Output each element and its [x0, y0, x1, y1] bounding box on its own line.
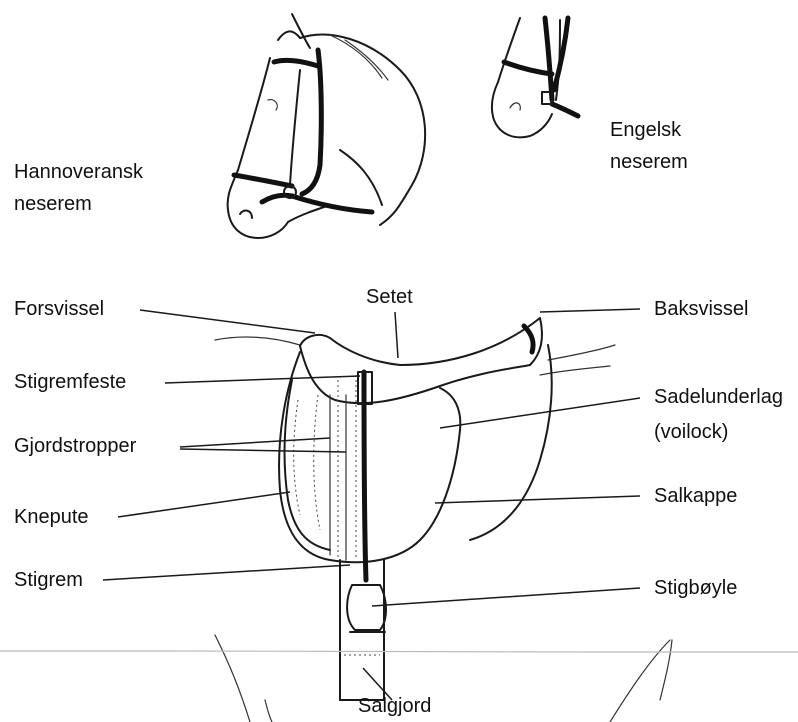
label-sadelunderlag-1: Sadelunderlag: [654, 385, 783, 409]
label-stigboyle: Stigbøyle: [654, 576, 737, 600]
label-gjordstropper: Gjordstropper: [14, 434, 136, 458]
label-salkappe: Salkappe: [654, 484, 737, 508]
label-baksvissel: Baksvissel: [654, 297, 748, 321]
leader-salkappe: [435, 496, 640, 503]
label-setet: Setet: [366, 285, 413, 309]
leader-knepute: [118, 492, 290, 517]
leader-baksvissel: [540, 309, 640, 312]
label-engelsk-2: neserem: [610, 150, 688, 174]
english-head-illustration: [492, 18, 578, 137]
label-hannoveransk-2: neserem: [14, 192, 92, 216]
leader-lines: [103, 309, 640, 700]
label-sadelunderlag-2: (voilock): [654, 420, 728, 444]
leader-gjordstropper-a: [180, 438, 330, 447]
leader-sadelunderlag: [440, 398, 640, 428]
leader-gjordstropper-b: [180, 449, 346, 452]
leader-setet: [395, 312, 398, 358]
leader-stigboyle: [372, 588, 640, 606]
label-salgjord: Salgjord: [358, 694, 431, 718]
leader-stigrem: [103, 565, 350, 580]
label-stigremfeste: Stigremfeste: [14, 370, 126, 394]
hanoverian-head-illustration: [228, 14, 426, 238]
label-forsvissel: Forsvissel: [14, 297, 104, 321]
leader-forsvissel: [140, 310, 315, 333]
label-hannoveransk-1: Hannoveransk: [14, 160, 143, 184]
label-knepute: Knepute: [14, 505, 89, 529]
label-stigrem: Stigrem: [14, 568, 83, 592]
label-engelsk-1: Engelsk: [610, 118, 681, 142]
leader-stigremfeste: [165, 376, 360, 383]
